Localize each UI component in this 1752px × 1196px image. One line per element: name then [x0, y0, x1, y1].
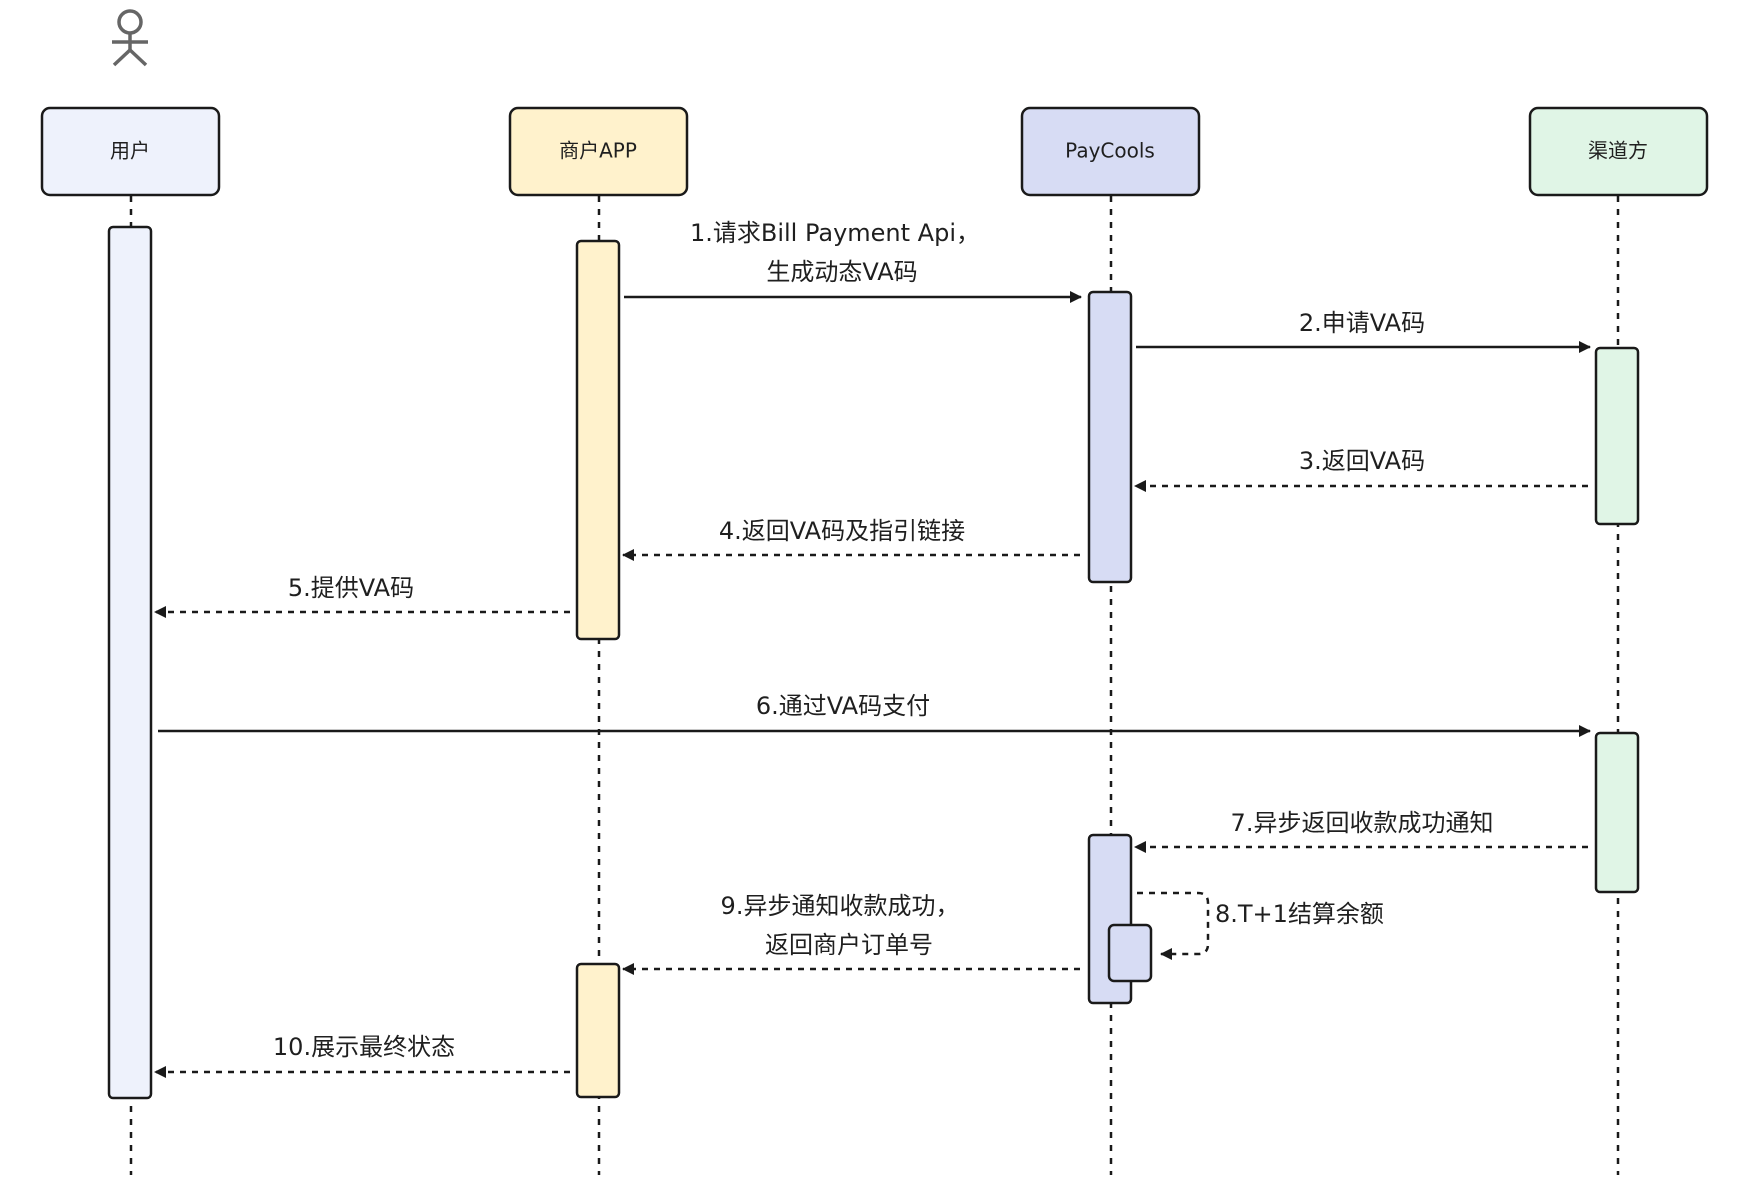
activation-bar-app-2 — [575, 962, 621, 1099]
messages — [154, 291, 1591, 1078]
message-label-4: 4.返回VA码及指引链接 — [719, 517, 965, 545]
header-box — [508, 106, 689, 197]
message-label-2: 2.申请VA码 — [1299, 309, 1425, 337]
participant-header-channel[interactable]: 渠道方 — [1528, 106, 1709, 197]
header-box — [1020, 106, 1201, 197]
message-label-1-line-2: 生成动态VA码 — [766, 258, 917, 286]
message-label-1-line-1: 1.请求Bill Payment Api， — [690, 219, 980, 247]
message-label-6: 6.通过VA码支付 — [756, 692, 930, 720]
participant-header-user[interactable]: 用户 — [40, 106, 221, 197]
participant-header-app[interactable]: 商户APP — [508, 106, 689, 197]
message-label-9-line-2: 返回商户订单号 — [765, 931, 933, 959]
activation-bar-user — [107, 225, 153, 1100]
activation-bar-paycools-nested — [1107, 923, 1153, 983]
lifelines — [129, 196, 1620, 1175]
person-stick-figure-icon — [112, 9, 148, 67]
header-box — [1528, 106, 1709, 197]
activation-bar-app-1 — [575, 239, 621, 641]
message-labels: 1.请求Bill Payment Api， 生成动态VA码 2.申请VA码 3.… — [273, 219, 1494, 1061]
message-label-10: 10.展示最终状态 — [273, 1033, 455, 1061]
activation-bar-channel-2 — [1594, 731, 1640, 894]
activation-bar-paycools-1 — [1087, 290, 1133, 584]
message-label-5: 5.提供VA码 — [288, 574, 414, 602]
header-box — [40, 106, 221, 197]
message-label-9-line-1: 9.异步通知收款成功， — [721, 892, 960, 920]
activation-bar-channel-1 — [1594, 346, 1640, 526]
message-arrow-8-self — [1137, 891, 1210, 960]
message-label-3: 3.返回VA码 — [1299, 447, 1425, 475]
participant-label: 渠道方 — [1588, 139, 1648, 163]
participant-header-paycools[interactable]: PayCools — [1020, 106, 1201, 197]
activation-bars — [107, 225, 1640, 1100]
message-label-7: 7.异步返回收款成功通知 — [1231, 809, 1494, 837]
message-label-8: 8.T+1结算余额 — [1215, 900, 1384, 928]
participant-label: 商户APP — [559, 139, 637, 163]
participant-label: PayCools — [1065, 139, 1155, 163]
participant-label: 用户 — [110, 139, 150, 163]
